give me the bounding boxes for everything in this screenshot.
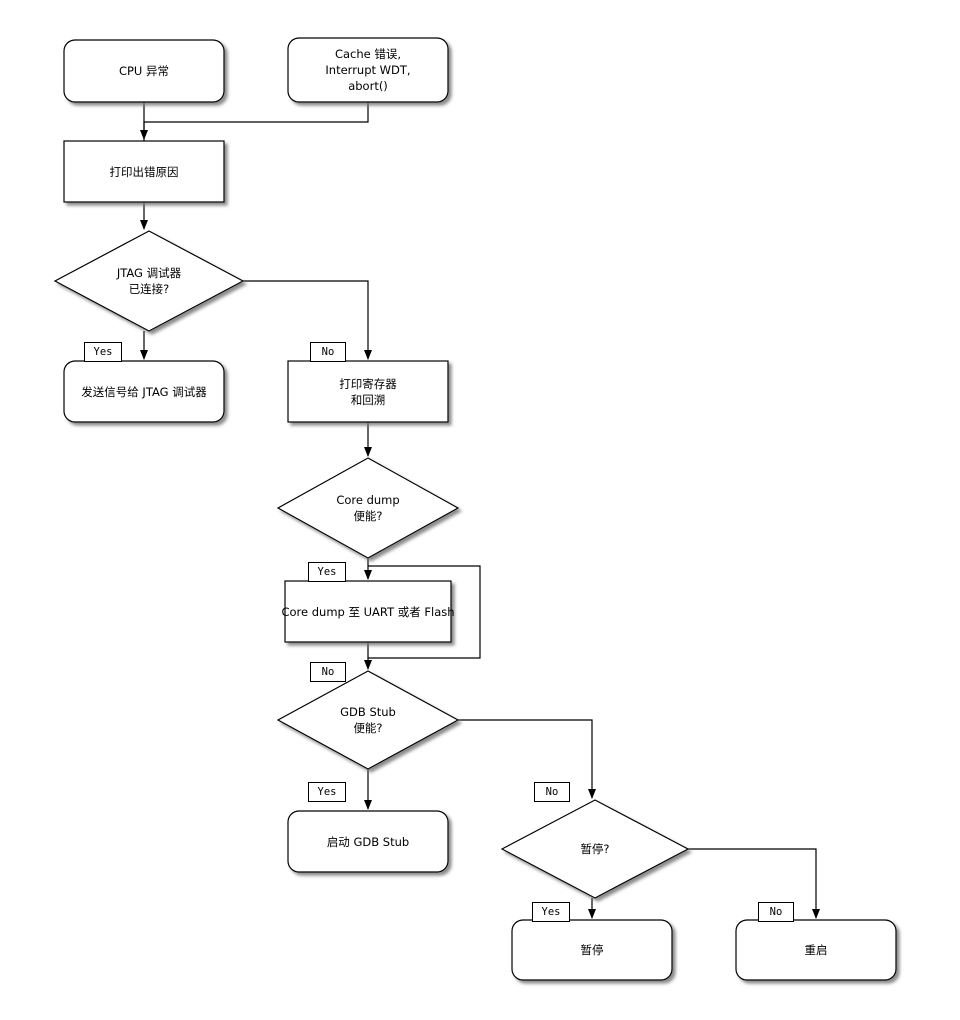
node-halt[interactable] <box>511 919 673 981</box>
node-print-registers[interactable] <box>287 360 449 423</box>
node-halt-decision[interactable] <box>500 799 690 899</box>
edge-jtag-no-to-print-reg <box>243 280 372 360</box>
node-jtag-connected[interactable] <box>53 230 245 332</box>
edge-label-label-jtag-yes: Yes <box>84 342 122 362</box>
edge-halt-no-to-reboot <box>688 848 820 919</box>
node-gdbstub-enabled[interactable] <box>276 670 460 770</box>
edge-label-label-coredump-yes: Yes <box>308 562 346 582</box>
edge-label-label-gdbstub-no: No <box>534 782 570 802</box>
edge-cache-to-print <box>140 102 369 140</box>
edges-layer <box>140 102 820 919</box>
node-coredump-output[interactable] <box>284 580 452 643</box>
edge-label-label-gdbstub-yes: Yes <box>308 782 346 802</box>
node-start-gdbstub[interactable] <box>287 810 449 873</box>
node-print-error-cause[interactable] <box>63 140 225 203</box>
edge-gdbstub-no-to-halt <box>458 719 596 799</box>
node-coredump-enabled[interactable] <box>276 457 460 559</box>
edge-coredump-bypass <box>368 565 481 659</box>
node-cpu-exception[interactable] <box>63 39 225 103</box>
node-cache-error[interactable] <box>287 37 449 103</box>
node-reboot[interactable] <box>735 919 897 981</box>
edge-label-label-halt-no: No <box>758 902 794 922</box>
edge-label-label-jtag-no: No <box>310 342 346 362</box>
shapes-layer <box>53 37 897 981</box>
node-signal-jtag[interactable] <box>63 360 225 423</box>
edge-label-label-coredump-no: No <box>310 662 346 682</box>
edge-label-label-halt-yes: Yes <box>532 902 570 922</box>
